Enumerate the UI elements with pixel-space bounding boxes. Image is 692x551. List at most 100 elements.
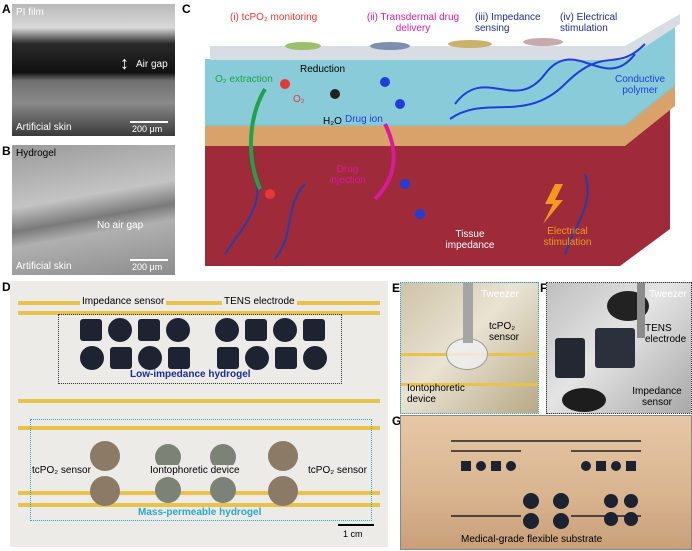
panel-g-letter: G — [392, 414, 402, 428]
tissue-impedance-label: Tissue impedance — [445, 229, 495, 251]
scale-bar-d — [338, 524, 374, 526]
iontophoretic-electrode — [210, 477, 236, 503]
iontophoretic-electrode — [268, 441, 298, 471]
skin-patch-diagram — [205, 14, 680, 266]
tweezer-shape — [463, 283, 473, 343]
tens-electrode-label-d: TENS electrode — [222, 296, 297, 307]
gold-trace — [18, 301, 380, 305]
low-impedance-hydrogel-label: Low-impedance hydrogel — [130, 369, 251, 380]
tens-pad — [273, 318, 297, 342]
pi-film-layer — [210, 14, 680, 60]
title-tcpo2-monitoring: (i) tcPO₂ monitoring — [230, 12, 318, 23]
iontophoretic-electrode — [268, 476, 298, 506]
hydrogel-label: Hydrogel — [16, 148, 57, 159]
conductive-polymer-label: Conductive polymer — [614, 74, 666, 96]
mass-permeable-region — [30, 419, 372, 521]
tens-pad — [166, 318, 190, 342]
artificial-skin-label-a: Artificial skin — [16, 122, 72, 133]
panel-g-photo: Medical-grade flexible substrate — [400, 415, 692, 550]
air-gap-label: Air gap — [136, 59, 168, 70]
panel-d-letter: D — [2, 280, 11, 294]
lightning-icon — [543, 184, 563, 224]
o2-extraction-label: O₂ extraction — [215, 74, 273, 85]
impedance-pad — [138, 319, 160, 341]
pi-film-label: PI film — [16, 7, 44, 18]
drug-ion — [395, 99, 405, 109]
gold-trace — [401, 383, 538, 386]
tweezer-shape — [637, 283, 645, 338]
title-impedance-sensing: (iii) Impedance sensing — [475, 12, 541, 34]
impedance-pad — [168, 347, 190, 369]
impedance-pad — [80, 319, 102, 341]
tcpo2-sensor-left-label: tcPO₂ sensor — [32, 465, 91, 476]
impedance-sensor-label-f: Impedance sensor — [632, 386, 682, 408]
flexible-substrate-caption: Medical-grade flexible substrate — [461, 534, 603, 545]
impedance-sensor-label-d: Impedance sensor — [80, 296, 167, 307]
low-impedance-region — [58, 314, 342, 384]
panel-c-illustration: (i) tcPO₂ monitoring (ii) Transdermal dr… — [185, 4, 690, 277]
drug-injection-label: Drug injection — [329, 164, 366, 186]
oxygen-molecule — [265, 189, 275, 199]
mass-permeable-hydrogel-label: Mass-permeable hydrogel — [138, 507, 262, 518]
panel-c-letter: C — [182, 2, 191, 16]
iontophoretic-electrode — [90, 476, 120, 506]
scale-label-d: 1 cm — [343, 529, 363, 539]
tens-pad — [215, 318, 239, 342]
no-air-gap-label: No air gap — [97, 220, 144, 231]
impedance-pad — [555, 338, 585, 378]
panel-d-photo: Impedance sensor TENS electrode Low-impe… — [10, 281, 388, 547]
epidermis-layer — [205, 84, 675, 146]
tens-pad — [303, 346, 327, 370]
iontophoretic-electrode — [370, 42, 410, 50]
panel-a-sem-image: PI film ↕ Air gap Artificial skin 200 μm — [12, 4, 175, 136]
drug-ion — [400, 179, 410, 189]
reduction-label: Reduction — [300, 64, 346, 75]
tens-pad — [245, 346, 269, 370]
panel-a-letter: A — [2, 2, 11, 16]
drug-ion — [380, 77, 390, 87]
flexible-substrate-pattern — [451, 440, 641, 529]
tweezer-label-e: Tweezer — [481, 289, 519, 300]
impedance-sensor-device — [562, 388, 606, 412]
drug-ion — [415, 209, 425, 219]
gold-trace — [18, 399, 380, 403]
conductive-polymer-line — [449, 43, 646, 120]
o2-label: O₂ — [293, 94, 305, 105]
iontophoretic-electrode — [90, 441, 120, 471]
electrical-stimulation-label: Electrical stimulation — [543, 226, 592, 248]
air-gap-arrow-icon: ↕ — [120, 53, 129, 73]
panel-b-letter: B — [2, 144, 11, 158]
title-electrical-stimulation: (iv) Electrical stimulation — [560, 12, 618, 34]
tweezer-label-f: Tweezer — [649, 289, 687, 300]
tcpo2-sensor-label-e: tcPO₂ sensor — [489, 321, 520, 343]
impedance-pad — [275, 347, 297, 369]
panel-f-letter: F — [540, 281, 548, 295]
impedance-pad — [217, 347, 239, 369]
gold-trace — [18, 426, 380, 430]
impedance-pad — [110, 347, 132, 369]
gold-trace — [18, 503, 380, 507]
drug-ion-label: Drug ion — [345, 114, 383, 125]
tcpo2-electrode — [285, 42, 321, 50]
tens-pad — [108, 318, 132, 342]
tens-electrode-device — [595, 328, 635, 368]
tcpo2-sensor-device — [446, 338, 488, 370]
iontophoretic-electrode — [155, 477, 181, 503]
stimulation-electrode — [523, 38, 563, 46]
scale-label-b: 200 μm — [132, 262, 163, 272]
iontophoretic-device-label-e: Iontophoretic device — [407, 383, 465, 405]
h2o-label: H₂O — [323, 116, 342, 127]
impedance-electrode — [448, 40, 492, 48]
water-molecule — [330, 89, 340, 99]
hydrogel-layer — [205, 26, 675, 126]
conductive-polymer-line — [454, 53, 636, 105]
artificial-skin-label-b: Artificial skin — [16, 261, 72, 272]
tcpo2-sensor-right-label: tcPO₂ sensor — [308, 465, 367, 476]
gold-trace — [18, 491, 380, 495]
panel-e-letter: E — [392, 281, 401, 295]
scale-label-a: 200 μm — [132, 124, 163, 134]
drug-injection-arrow-icon — [373, 123, 396, 201]
scale-bar-b — [130, 259, 168, 261]
panel-e-photo: Tweezer tcPO₂ sensor Iontophoretic devic… — [400, 282, 539, 414]
impedance-pad — [303, 319, 325, 341]
